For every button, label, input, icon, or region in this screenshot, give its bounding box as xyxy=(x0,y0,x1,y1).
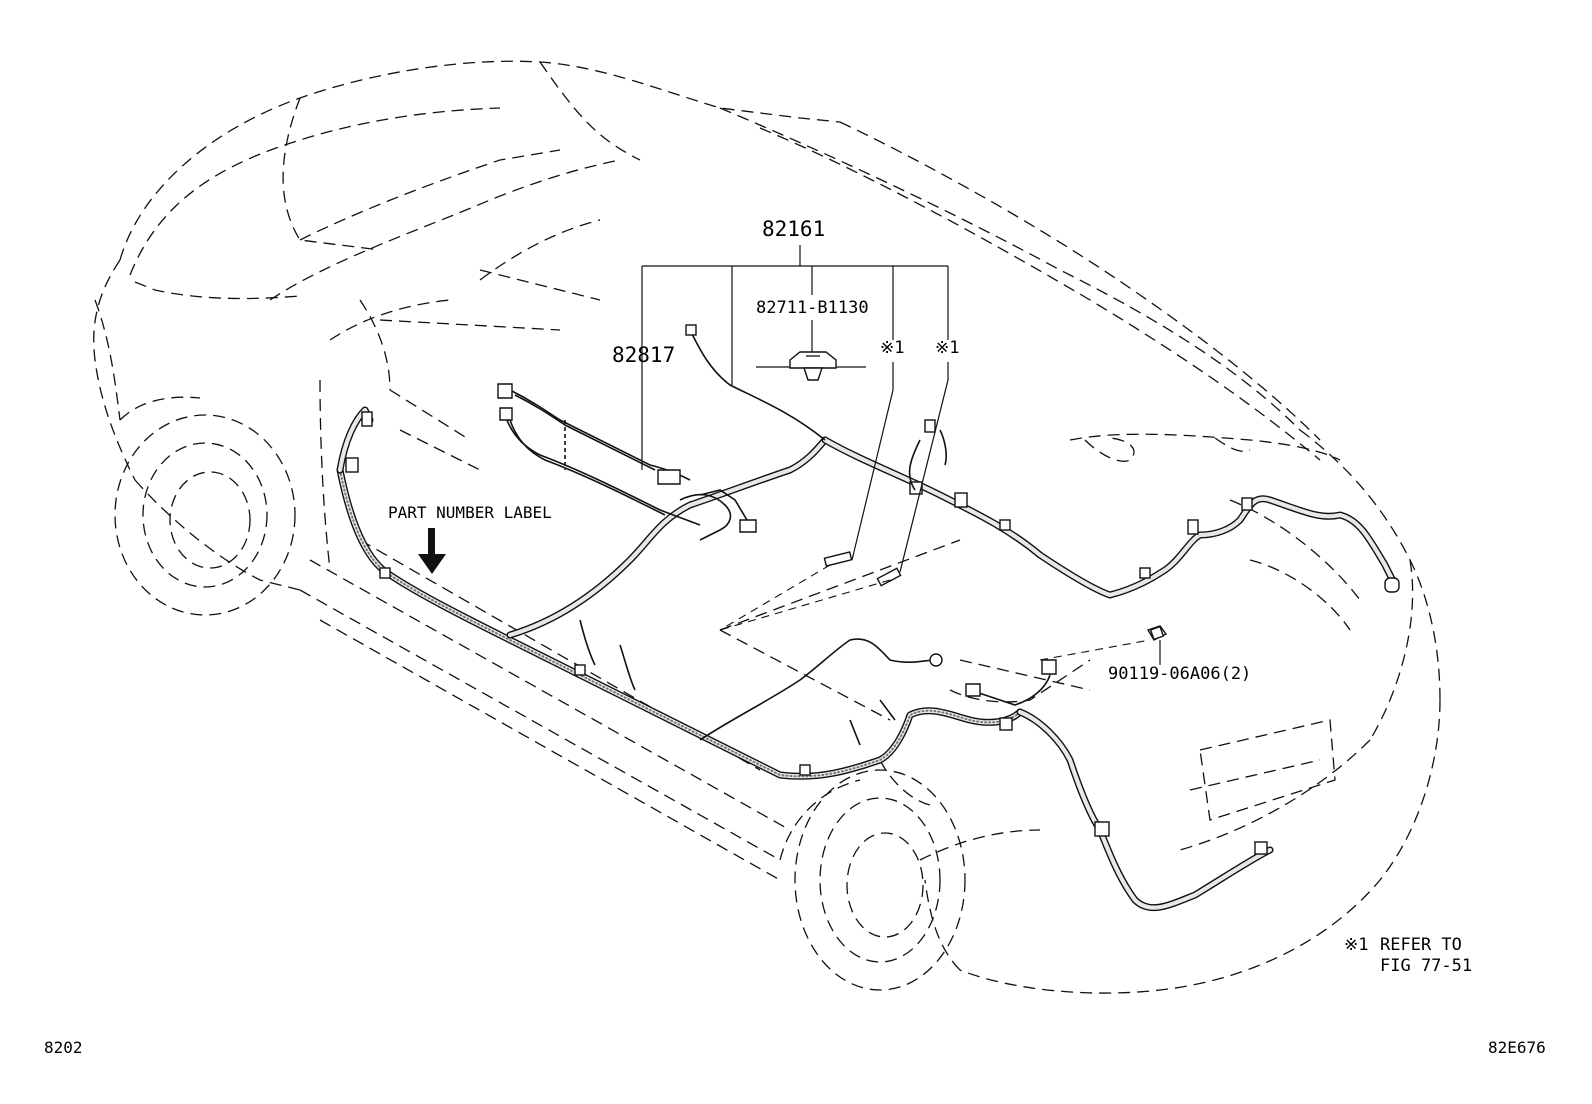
door-wiring-82817 xyxy=(497,383,757,541)
note-line-1: REFER TO xyxy=(1380,935,1462,955)
footer-left-code: 8202 xyxy=(44,1038,83,1057)
part-label-arrow xyxy=(418,528,446,574)
callout-82161: 82161 xyxy=(762,217,826,241)
car-body-outline xyxy=(93,60,1441,994)
callout-ref1-right: ※1 xyxy=(935,338,960,358)
callout-82817: 82817 xyxy=(612,343,676,367)
clip-82711-icon xyxy=(756,351,866,381)
rear-lower-harness xyxy=(1016,708,1274,912)
main-floor-harness xyxy=(336,406,1024,780)
callout-90119-06a06: 90119-06A06(2) xyxy=(1108,664,1252,684)
rear-side-harness xyxy=(689,329,1399,599)
note-symbol: ※1 xyxy=(1344,935,1369,955)
floor-branches xyxy=(579,619,1057,746)
bolt-90119-icon xyxy=(1146,625,1168,641)
footer-right-code: 82E676 xyxy=(1488,1038,1546,1057)
reference-note: ※1 xyxy=(1344,935,1368,955)
callout-82711-b1130: 82711-B1130 xyxy=(756,298,869,318)
part-number-label-text: PART NUMBER LABEL xyxy=(388,503,552,522)
harness-connectors xyxy=(345,324,1400,855)
callout-ref1-left: ※1 xyxy=(880,338,905,358)
callout-leaders xyxy=(641,245,1161,665)
note-line-2: FIG 77-51 xyxy=(1380,956,1473,976)
